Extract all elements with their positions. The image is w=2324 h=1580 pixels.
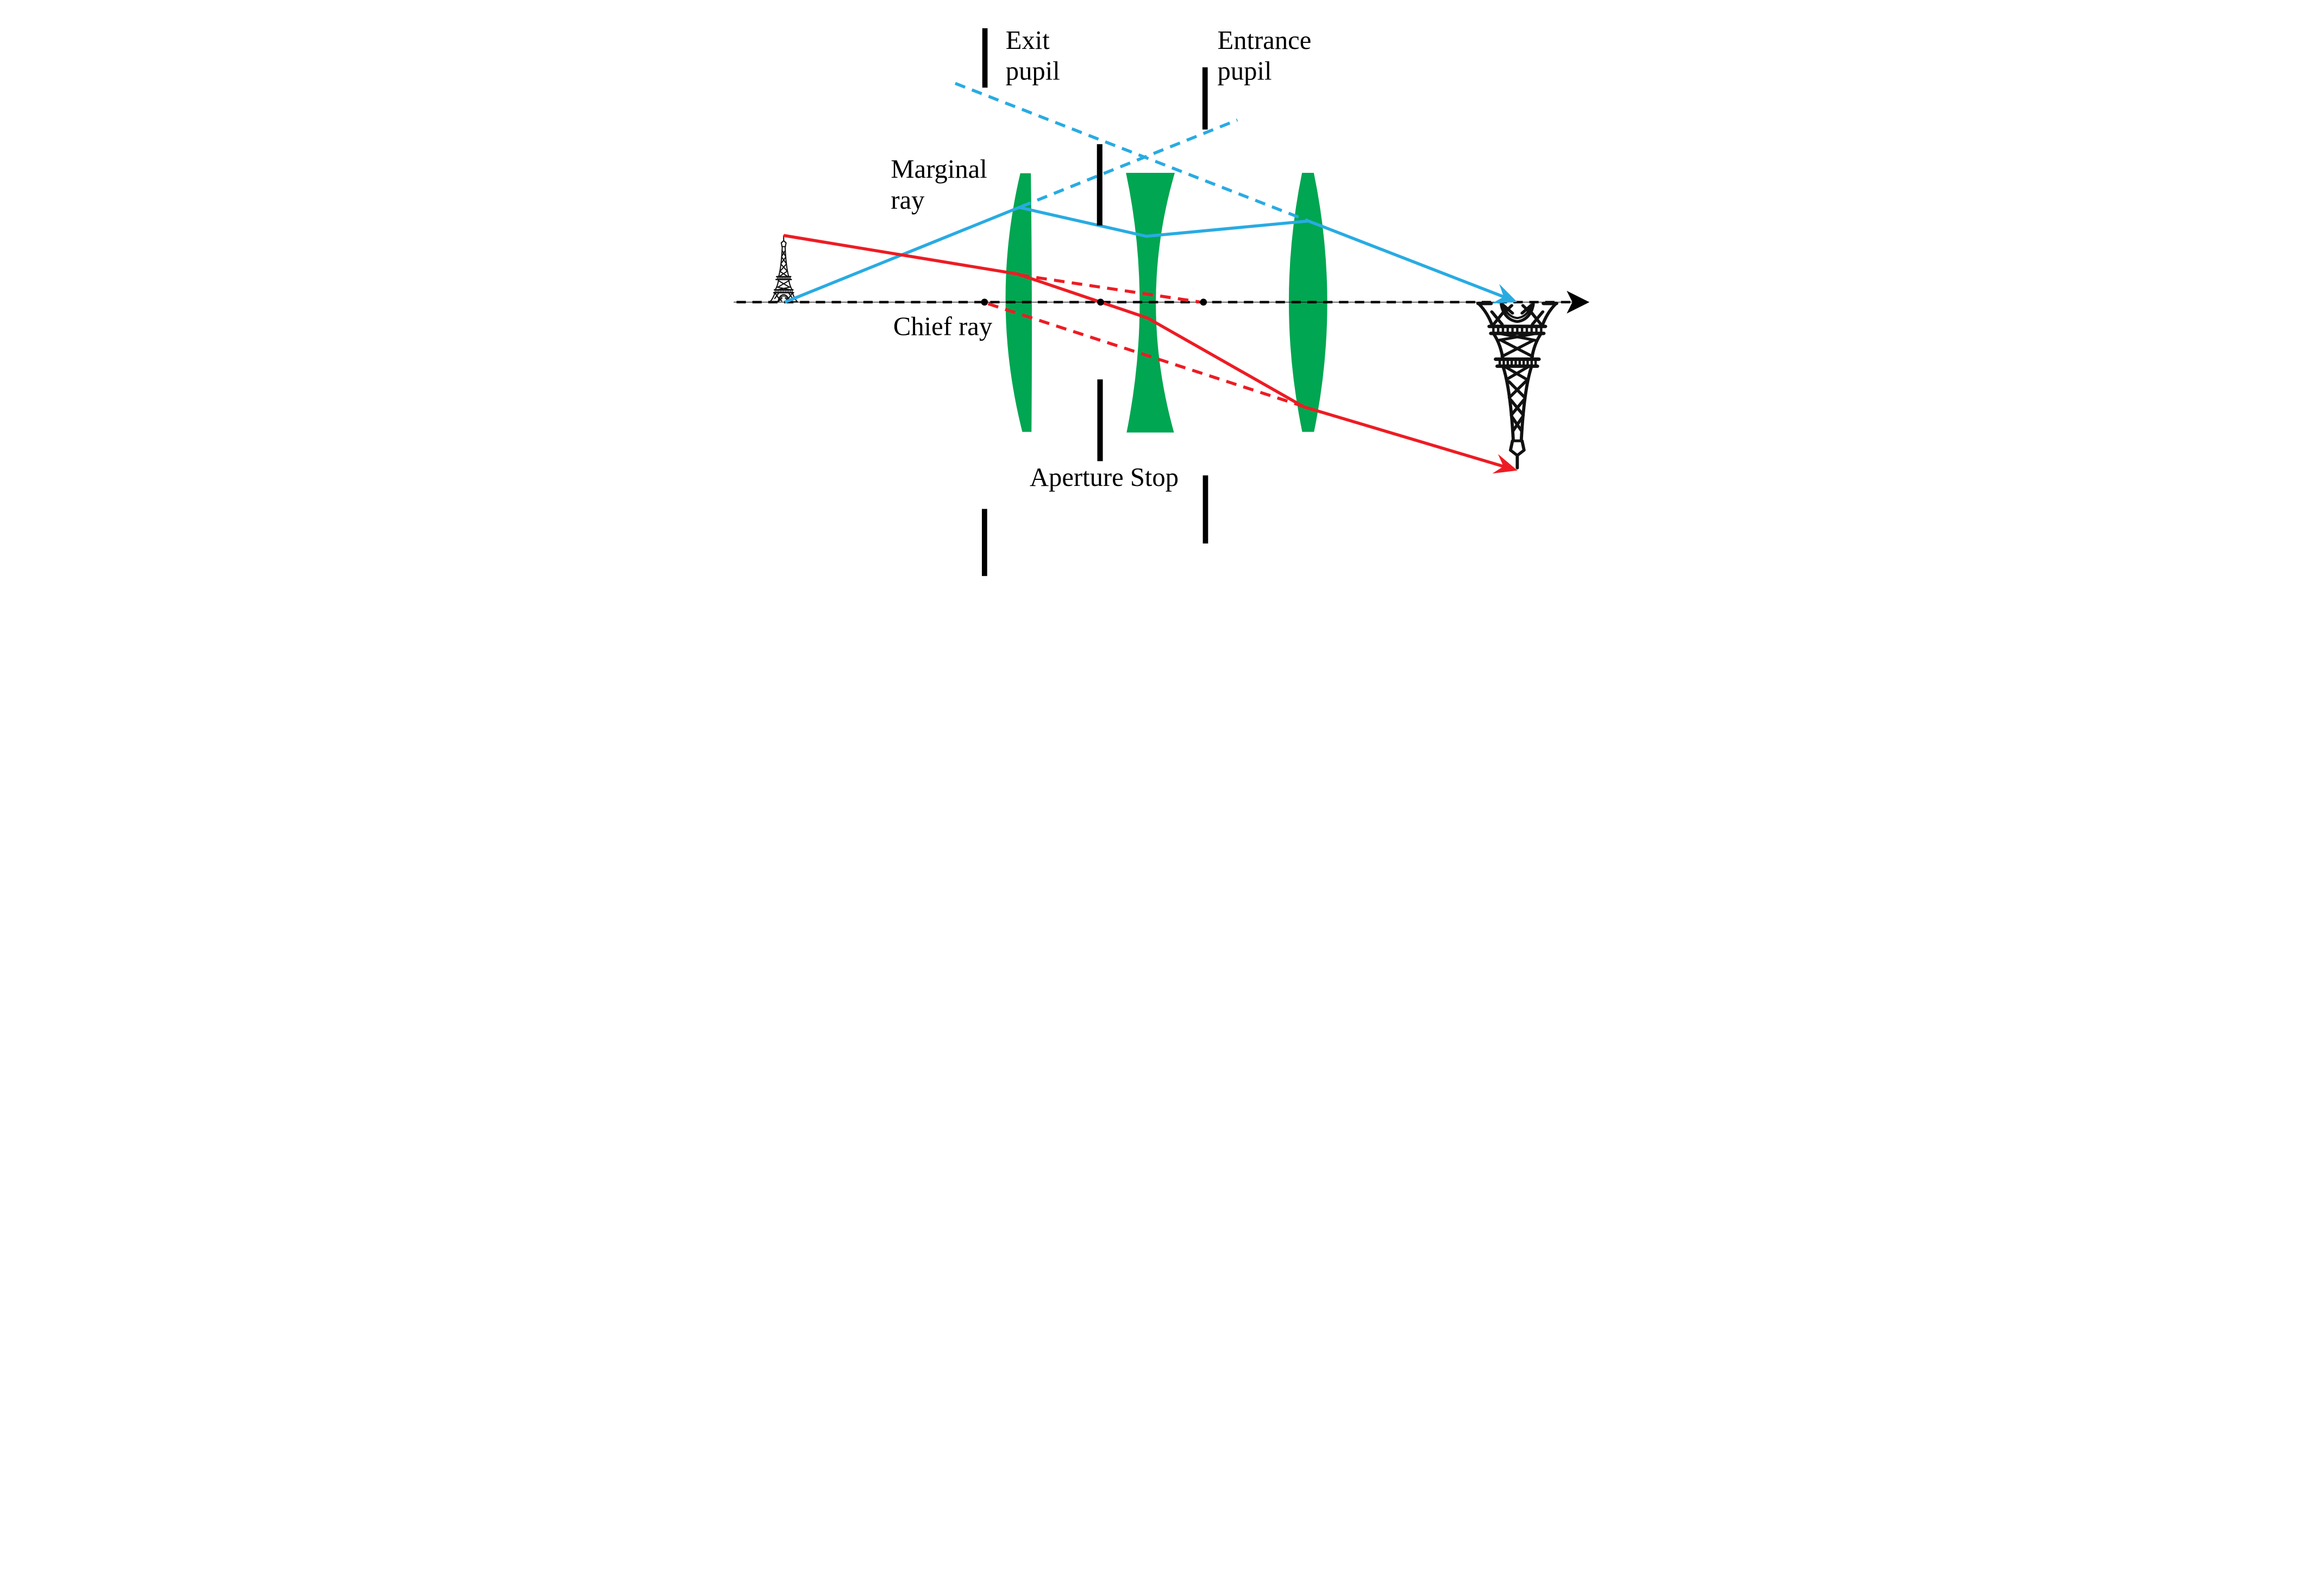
marginal-ray-extension-dashed-entrance	[1019, 118, 1238, 209]
entrance-pupil-axial-dot	[1199, 298, 1207, 306]
chief-ray-extension-dashed-exit	[987, 302, 1304, 408]
eiffel-tower-image-icon	[1478, 303, 1556, 468]
aperture-stop-axial-dot	[1097, 298, 1104, 306]
axis-arrowhead-icon	[1566, 290, 1589, 314]
entrance-pupil-bar-bottom	[1202, 475, 1208, 544]
marginal-ray-label-line1: Marginal	[891, 154, 987, 184]
aperture-stop-label: Aperture Stop	[1029, 463, 1178, 492]
marginal-ray-line	[784, 205, 1506, 304]
chief-ray-arrowhead-icon	[1492, 454, 1518, 474]
exit-pupil-axial-dot	[980, 298, 988, 306]
optical-pupil-diagram: Exit pupil Entrance pupil Marginal ray C…	[727, 0, 1597, 591]
aperture-stop-bar-bottom	[1097, 379, 1103, 461]
entrance-pupil-label-line2: pupil	[1217, 57, 1271, 86]
aperture-stop-bar-top	[1097, 144, 1103, 226]
chief-ray-extension-dashed-entrance	[1018, 273, 1200, 304]
exit-pupil-bar-bottom	[981, 509, 987, 576]
exit-pupil-bar-top	[982, 28, 987, 88]
marginal-ray-extension-dashed-exit	[954, 82, 1308, 222]
chief-ray-label: Chief ray	[893, 312, 992, 341]
exit-pupil-label-line2: pupil	[1005, 57, 1060, 86]
marginal-ray-arrowhead-icon	[1491, 284, 1517, 304]
lens-1-biconvex	[1005, 173, 1032, 432]
eiffel-tower-object-icon	[769, 235, 798, 303]
entrance-pupil-bar-top	[1202, 67, 1208, 130]
entrance-pupil-label-line1: Entrance	[1217, 26, 1311, 55]
diagram-canvas: Exit pupil Entrance pupil Marginal ray C…	[727, 0, 1597, 591]
chief-ray-line	[783, 234, 1506, 469]
marginal-ray-label-line2: ray	[891, 185, 925, 215]
exit-pupil-label-line1: Exit	[1005, 26, 1050, 55]
